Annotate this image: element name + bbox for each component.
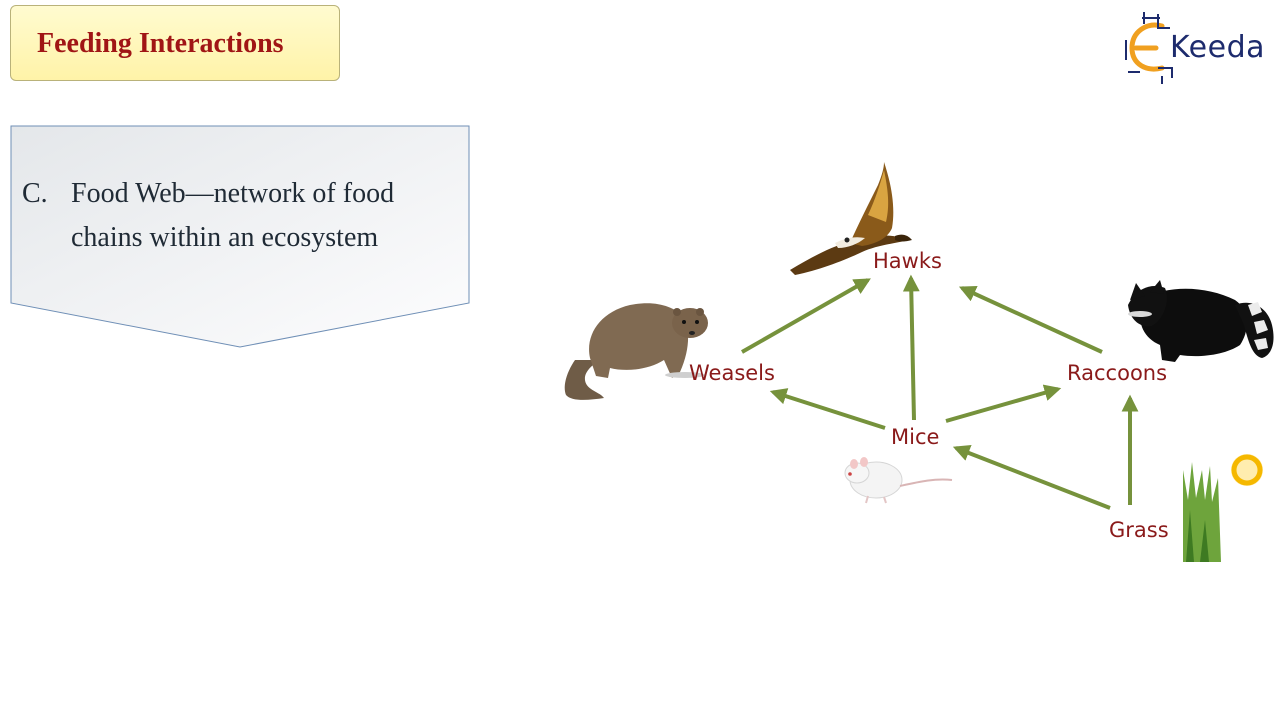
arrow-weasels-to-hawks bbox=[741, 278, 871, 354]
callout-text: C. Food Web—network of food chains withi… bbox=[22, 172, 452, 260]
arrow-grass-to-mice bbox=[952, 445, 1111, 510]
node-label-weasels: Weasels bbox=[689, 361, 775, 385]
slide-title: Feeding Interactions bbox=[37, 28, 284, 59]
weasel-icon bbox=[564, 303, 708, 400]
callout-line-1: Food Web—network of food bbox=[71, 178, 395, 209]
arrow-mice-to-weasels bbox=[769, 388, 886, 430]
callout-box bbox=[10, 125, 470, 348]
node-label-raccoons: Raccoons bbox=[1067, 361, 1167, 385]
callout-line-2: chains within an ecosystem bbox=[71, 222, 379, 253]
ekeeda-logo-text: Keeda bbox=[1170, 30, 1266, 65]
node-label-hawks: Hawks bbox=[873, 249, 942, 273]
hawk-icon bbox=[790, 162, 912, 275]
arrow-mice-to-raccoons bbox=[945, 384, 1062, 423]
sun-icon bbox=[1231, 454, 1263, 486]
callout-letter: C. bbox=[22, 178, 48, 209]
node-label-mice: Mice bbox=[891, 425, 939, 449]
mouse-icon bbox=[844, 457, 953, 504]
arrow-raccoons-to-hawks bbox=[958, 285, 1103, 354]
grass-icon bbox=[1183, 462, 1221, 562]
node-label-grass: Grass bbox=[1109, 518, 1169, 542]
slide-title-box: Feeding Interactions bbox=[10, 5, 340, 81]
arrow-mice-to-hawks bbox=[902, 274, 920, 421]
food-web-edges bbox=[741, 274, 1139, 510]
ekeeda-logo bbox=[1125, 12, 1173, 84]
raccoon-icon bbox=[1128, 280, 1274, 362]
